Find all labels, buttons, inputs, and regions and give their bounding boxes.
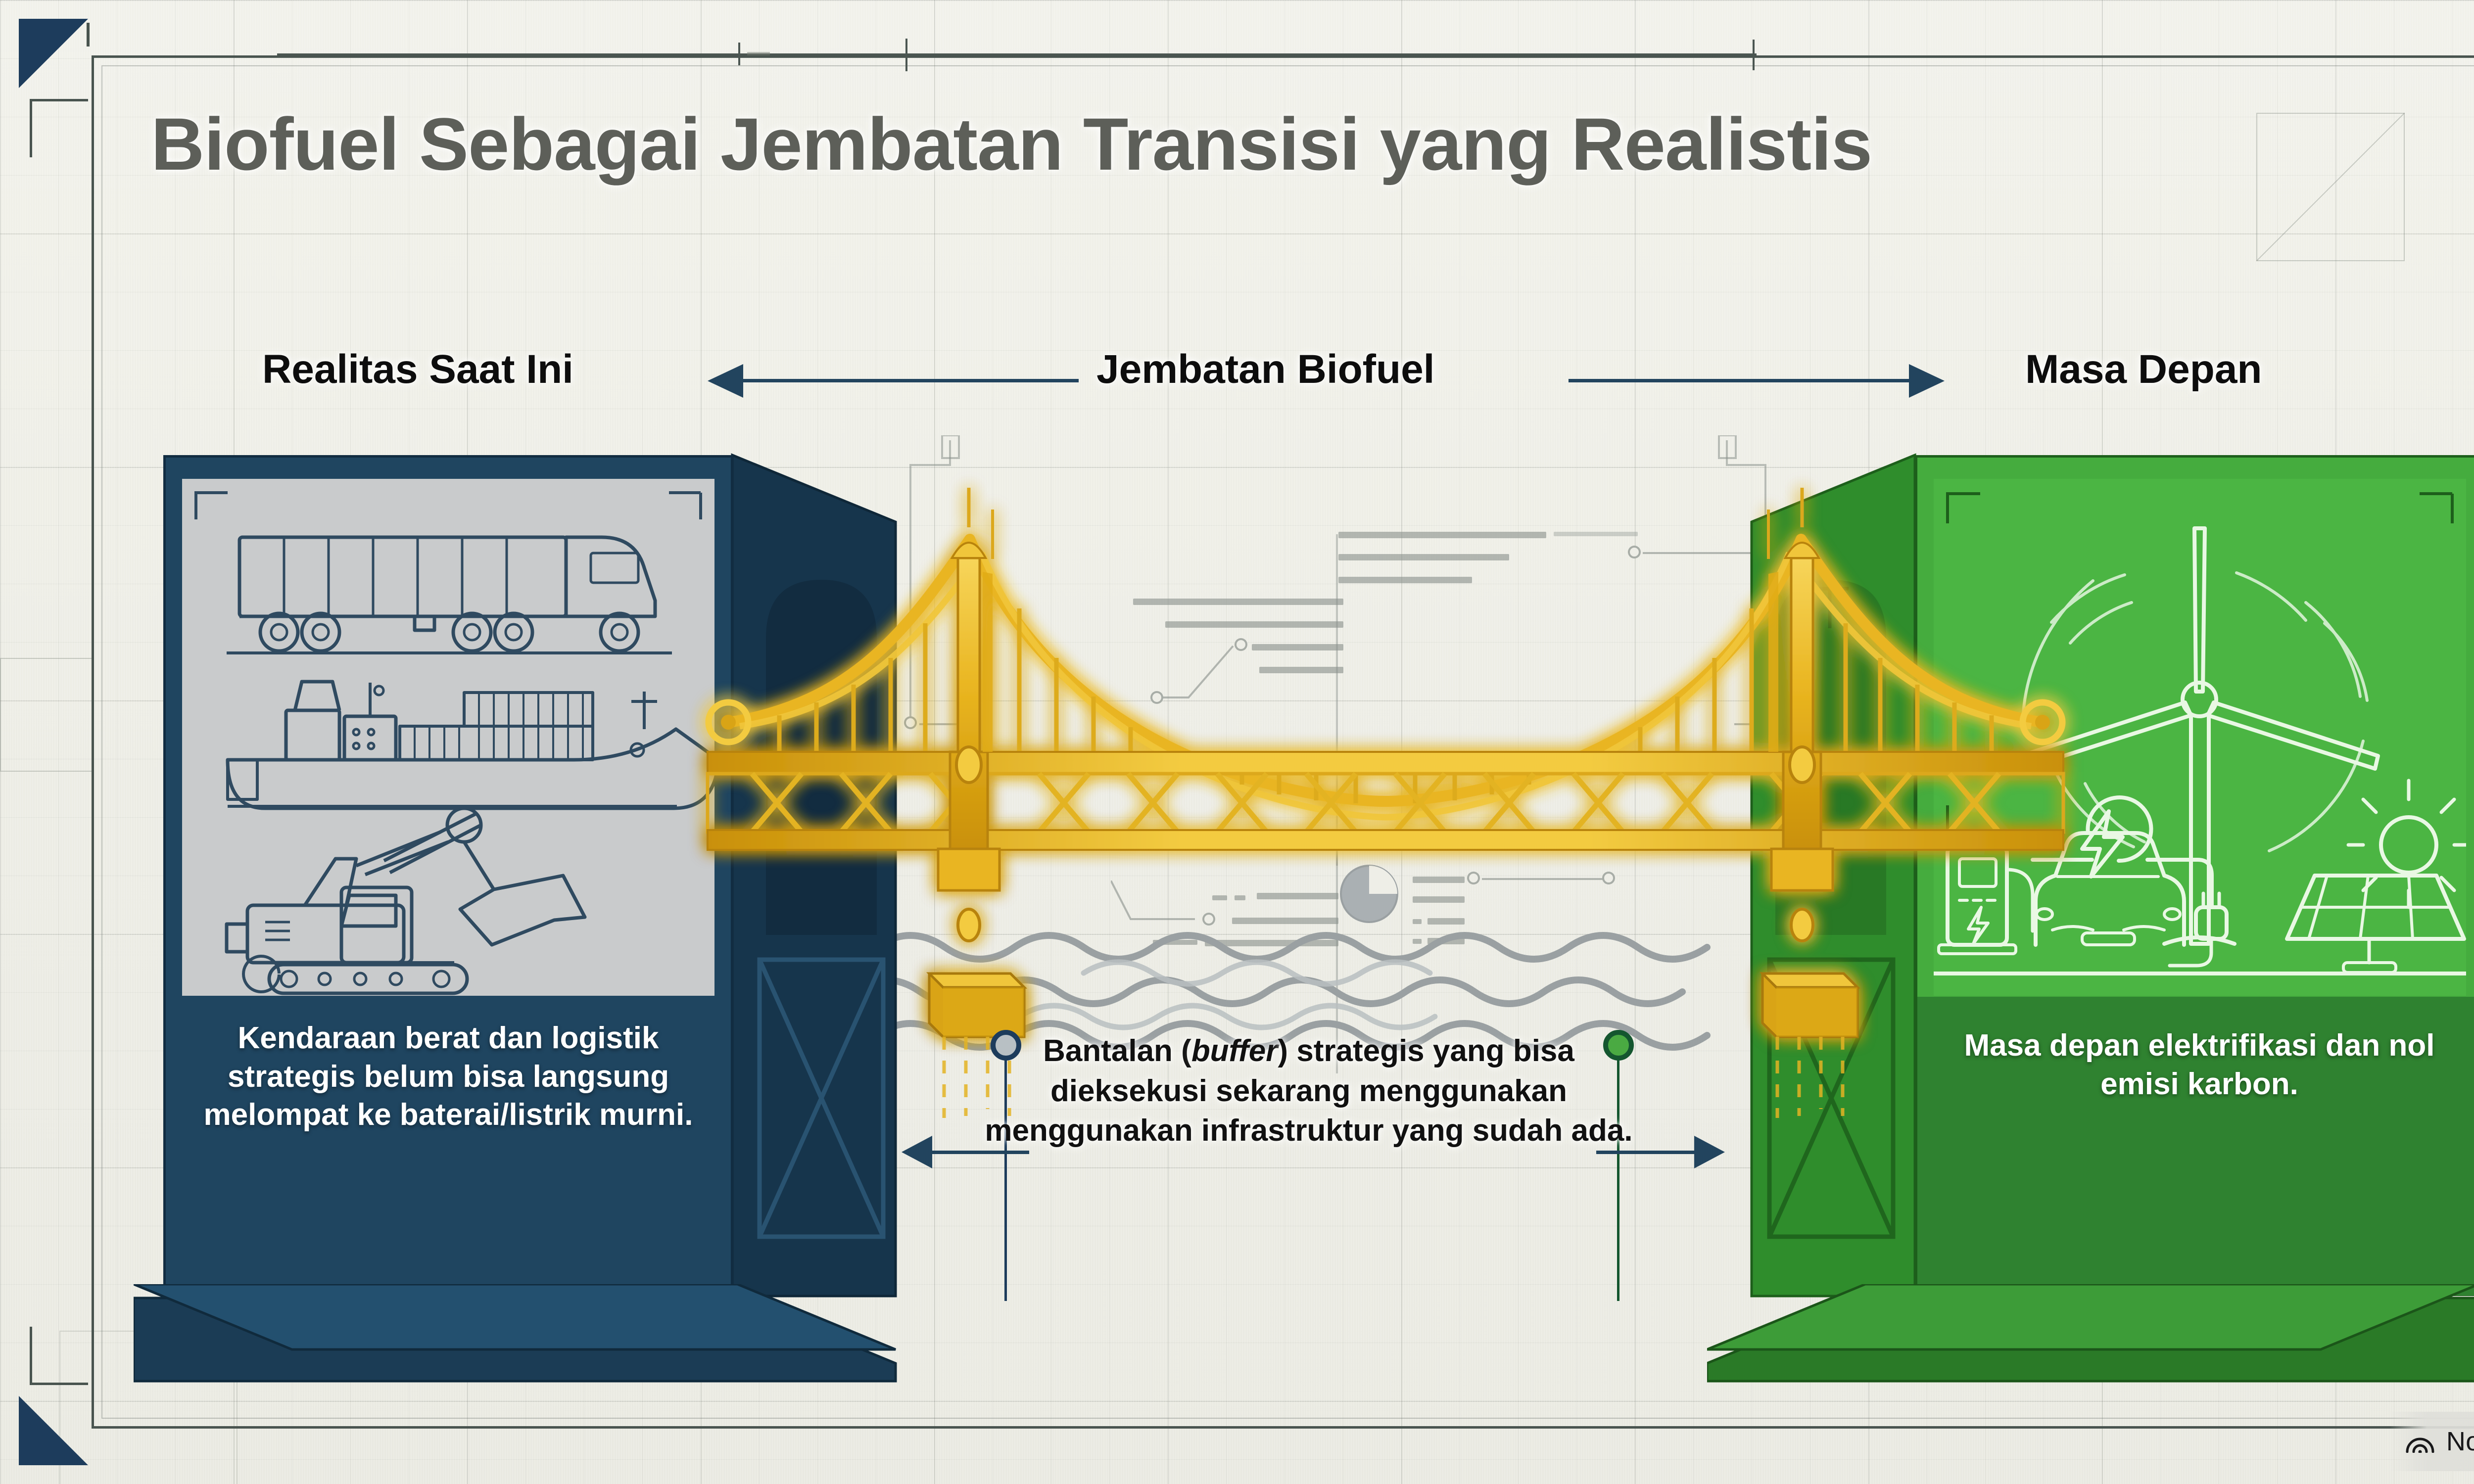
placeholder-box-left-mid	[0, 658, 94, 772]
left-pin-marker	[991, 1030, 1021, 1061]
right-caption-band	[1917, 997, 2474, 1296]
energy-bolt-icon	[2080, 795, 2153, 879]
ev-charger-icon	[1937, 844, 2035, 955]
dimension-line-top	[277, 53, 1757, 55]
tick-mark-top-left	[87, 23, 90, 46]
page-title: Biofuel Sebagai Jembatan Transisi yang R…	[151, 102, 1872, 186]
cable-anchor-right	[2019, 699, 2066, 745]
callout-arrow-right-icon	[1694, 1136, 1725, 1168]
excavator-icon	[225, 806, 587, 995]
center-caption-part2: ) strategis yang bisa dieksekusi sekaran…	[985, 1034, 1633, 1148]
center-caption-italic: buffer	[1191, 1034, 1278, 1068]
notebooklm-label: NotebookLM	[2446, 1427, 2474, 1456]
placeholder-diagonal-top-right	[2256, 113, 2405, 261]
callout-line-left	[930, 1151, 1029, 1154]
center-caption: Bantalan (buffer) strategis yang bisa di…	[980, 1031, 1638, 1151]
dimension-tick-small	[747, 52, 770, 55]
pie-chart-decoration	[1340, 865, 1398, 923]
right-panel-caption: Masa depan elektrifikasi dan nol emisi k…	[1964, 1028, 2435, 1101]
left-icon-panel	[182, 479, 714, 996]
header-right: Masa Depan	[2025, 347, 2262, 392]
right-block-base	[1707, 1284, 2474, 1383]
callout-arrow-left-icon	[902, 1136, 932, 1168]
drawing-frame-inner	[101, 65, 2474, 1419]
power-plug-icon	[2031, 858, 2229, 968]
corner-bracket-bottom-left	[30, 1327, 88, 1385]
left-panel-icons	[194, 491, 714, 995]
right-pin-stem	[1617, 1054, 1619, 1301]
header-middle: Jembatan Biofuel	[1096, 347, 1435, 392]
placeholder-box-top-right	[2256, 113, 2405, 261]
notebooklm-watermark: NotebookLM	[2389, 1412, 2474, 1471]
drawing-frame-outer	[92, 55, 2474, 1429]
left-block-base	[134, 1284, 897, 1383]
pier-foundation-lines	[942, 1037, 1845, 1118]
dimension-cap-right	[905, 39, 907, 71]
solar-panel-icon	[2285, 874, 2466, 974]
notebooklm-arc-icon	[2406, 1438, 2434, 1453]
cable-anchor-left	[705, 699, 752, 745]
left-panel-caption: Kendaraan berat dan logistik strategis b…	[203, 1021, 693, 1132]
left-pin-stem	[1004, 1054, 1007, 1301]
dimension-cap-mid	[1753, 40, 1755, 70]
arrow-head-right-icon	[1909, 364, 1945, 398]
arrow-line-left	[742, 379, 1079, 382]
right-pin-marker	[1603, 1030, 1634, 1061]
suspension-bridge	[705, 488, 2066, 1118]
cargo-ship-icon	[226, 680, 714, 810]
arrow-line-right	[1569, 379, 1910, 382]
dimension-cap-left	[738, 43, 740, 65]
arrow-head-left-icon	[708, 364, 743, 398]
semi-truck-icon	[227, 535, 672, 654]
right-icon-panel	[1934, 479, 2466, 996]
callout-line-right	[1596, 1151, 1695, 1154]
corner-bracket-top-left	[30, 99, 88, 157]
header-left: Realitas Saat Ini	[262, 347, 573, 392]
center-caption-part1: Bantalan (	[1043, 1034, 1191, 1068]
electric-car-icon	[2034, 831, 2186, 947]
right-panel-icons	[1934, 492, 2466, 975]
left-block: Kendaraan berat dan logistik strategis b…	[163, 425, 897, 1365]
sun-icon	[2346, 779, 2466, 909]
